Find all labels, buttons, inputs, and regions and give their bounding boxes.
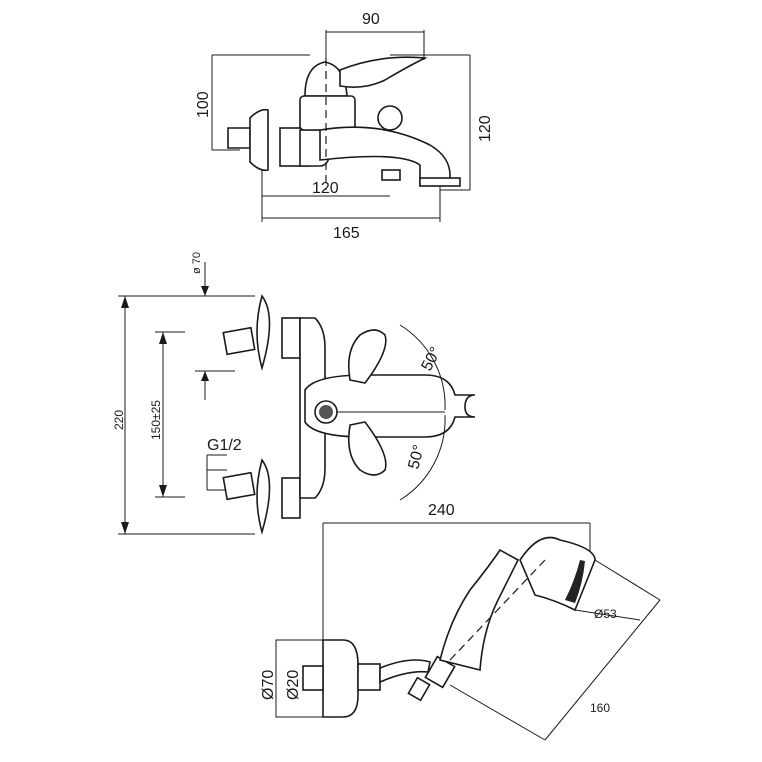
dim-head-dia: Ø53 — [594, 607, 617, 621]
hand-shower-view: Ø53 160 240 Ø70 Ø20 — [260, 502, 661, 741]
dim-120-height: 120 — [477, 115, 494, 142]
dim-120-spout: 120 — [312, 180, 339, 197]
dim-holder-20: Ø20 — [285, 670, 302, 700]
dim-220: 220 — [112, 410, 126, 430]
side-view: 90 100 120 120 165 — [195, 11, 494, 242]
dim-150: 150±25 — [149, 400, 163, 440]
dim-holder-70: Ø70 — [260, 670, 277, 700]
front-view: ø 70 220 150±25 G1/2 50° 50° — [112, 252, 476, 535]
dim-90: 90 — [362, 11, 380, 28]
dim-240: 240 — [428, 502, 455, 519]
dim-160: 160 — [590, 701, 610, 715]
dim-rosette-dia: ø 70 — [191, 252, 203, 274]
dim-165: 165 — [333, 225, 360, 242]
angle-down: 50° — [405, 443, 428, 471]
thread-label: G1/2 — [207, 437, 242, 454]
angle-up: 50° — [419, 345, 445, 374]
dim-100: 100 — [195, 91, 212, 118]
